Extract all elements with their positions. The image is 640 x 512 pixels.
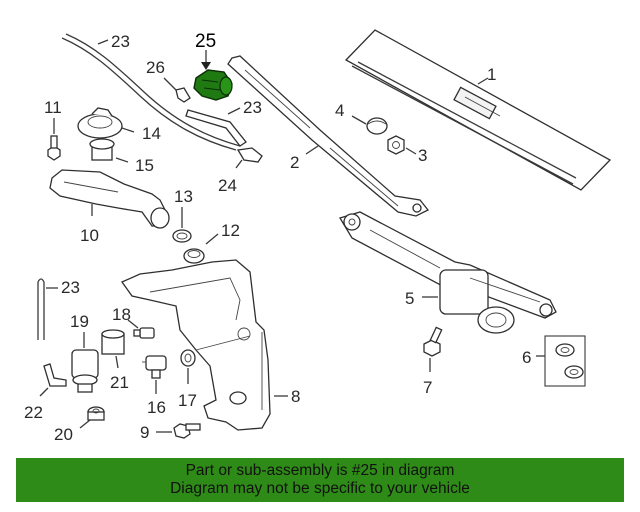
leader-2 <box>305 145 319 155</box>
part-12-grommet[interactable] <box>183 248 205 264</box>
part-16-level-sensor[interactable] <box>142 355 167 379</box>
leader-21 <box>115 355 119 369</box>
banner-line-part: Part or sub-assembly is #25 in diagram <box>185 462 455 479</box>
part-info-banner: Part or sub-assembly is #25 in diagram D… <box>16 458 624 502</box>
part-25-washer-nozzle-highlighted[interactable] <box>193 69 233 101</box>
callout-18: 18 <box>112 305 131 324</box>
part-8-washer-reservoir[interactable] <box>121 259 271 431</box>
part-3-nut[interactable] <box>387 135 405 155</box>
leader-20 <box>79 419 91 429</box>
part-5-wiper-motor-linkage[interactable] <box>339 211 557 334</box>
callout-26: 26 <box>146 58 165 77</box>
callout-24: 24 <box>218 176 237 195</box>
part-14-filler-cap[interactable] <box>77 107 123 139</box>
part-21-sleeve[interactable] <box>101 329 125 355</box>
part-24-hose-connector[interactable] <box>236 147 263 163</box>
banner-line-disclaimer: Diagram may not be specific to your vehi… <box>170 480 470 497</box>
callout-7: 7 <box>423 378 432 397</box>
callout-8: 8 <box>291 387 300 406</box>
part-23-washer-hose[interactable] <box>37 33 247 340</box>
leader-3 <box>405 147 417 155</box>
part-17-grommet[interactable] <box>180 349 196 367</box>
callout-5: 5 <box>405 289 414 308</box>
part-2-wiper-arm[interactable] <box>227 55 430 217</box>
leader-23a <box>97 39 109 45</box>
leader-24 <box>235 159 243 169</box>
part-10-filler-neck[interactable] <box>49 169 170 229</box>
part-19-washer-pump[interactable] <box>71 349 99 393</box>
part-13-seal-ring[interactable] <box>172 229 192 243</box>
arrow-25-head <box>201 62 211 70</box>
callout-1: 1 <box>487 65 496 84</box>
callout-12: 12 <box>221 221 240 240</box>
callout-23a: 23 <box>111 32 130 51</box>
part-18-fitting[interactable] <box>133 327 155 339</box>
leader-22 <box>39 387 49 397</box>
callout-23b: 23 <box>243 98 262 117</box>
callout-20: 20 <box>54 425 73 444</box>
part-1-wiper-blade[interactable] <box>344 29 612 191</box>
part-26-hose-clip[interactable] <box>175 87 191 103</box>
leader-15 <box>115 157 129 163</box>
leader-26 <box>163 77 177 91</box>
leader-18 <box>127 319 139 329</box>
callout-25: 25 <box>195 31 216 52</box>
callout-22: 22 <box>24 403 43 422</box>
part-4-cap[interactable] <box>366 117 388 135</box>
callout-21: 21 <box>110 373 129 392</box>
part-7-bolt[interactable] <box>423 326 443 357</box>
callout-17: 17 <box>178 391 197 410</box>
exploded-parts-diagram: 1 2 3 4 5 6 <box>24 29 612 444</box>
part-22-hose-joint[interactable] <box>43 363 67 387</box>
callout-13: 13 <box>174 187 193 206</box>
callout-6: 6 <box>522 348 531 367</box>
callout-16: 16 <box>147 398 166 417</box>
leader-14 <box>121 127 135 133</box>
leader-23b <box>227 107 241 115</box>
part-15-filter[interactable] <box>89 138 115 161</box>
leader-4 <box>351 115 367 125</box>
part-6-grommet-set[interactable] <box>544 335 586 387</box>
part-20-grommet[interactable] <box>87 406 105 421</box>
part-9-bolt[interactable] <box>173 423 201 439</box>
callout-3: 3 <box>418 146 427 165</box>
callout-10: 10 <box>80 226 99 245</box>
callout-23c: 23 <box>61 278 80 297</box>
callout-14: 14 <box>142 124 161 143</box>
leader-1 <box>477 77 489 85</box>
callout-4: 4 <box>335 101 344 120</box>
callout-11: 11 <box>44 98 62 117</box>
callout-9: 9 <box>140 423 149 442</box>
callout-2: 2 <box>290 153 299 172</box>
callout-15: 15 <box>135 156 154 175</box>
callout-19: 19 <box>70 312 89 331</box>
leader-12 <box>205 233 219 245</box>
part-11-screw[interactable] <box>47 135 61 161</box>
